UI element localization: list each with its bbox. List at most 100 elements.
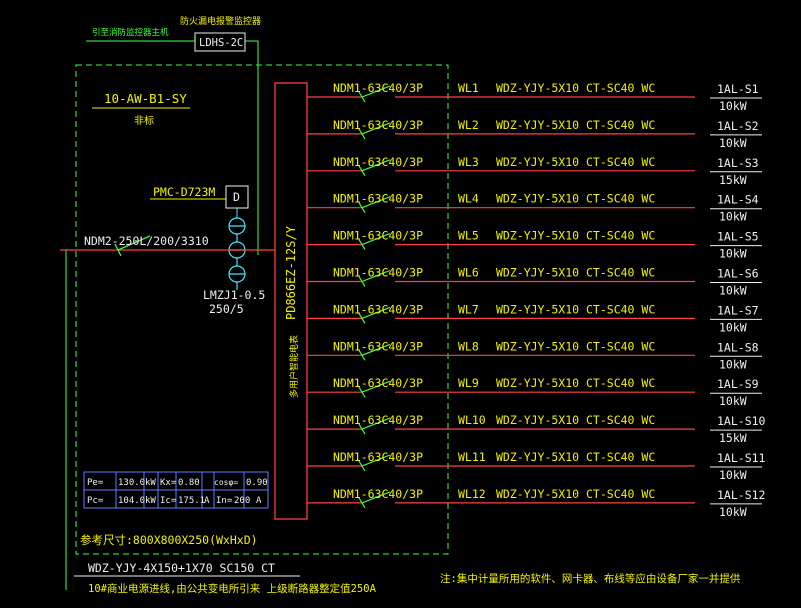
circuit-breaker-11: NDM1-63C40/3P: [333, 450, 423, 464]
pc-unit: kW: [145, 496, 156, 506]
circuit-load-1: 1AL-S1: [717, 82, 759, 96]
size-note: 参考尺寸:800X800X250(WxHxD): [80, 533, 258, 547]
circuit-cable-2: WDZ-YJY-5X10 CT-SC40 WC: [496, 118, 655, 132]
circuit-power-11: 10kW: [719, 468, 747, 482]
circuit-switch-mark-11: [358, 460, 366, 472]
circuit-wl-12: WL12: [458, 487, 486, 501]
lead-note: 引至消防监控器主机: [92, 27, 169, 38]
circuit-cable-8: WDZ-YJY-5X10 CT-SC40 WC: [496, 339, 655, 353]
circuit-power-7: 10kW: [719, 320, 747, 334]
circuit-switch-mark-1: [358, 91, 366, 103]
ldhs-device-box: [194, 32, 246, 52]
circuit-switch-6: [361, 269, 391, 283]
circuit-load-7: 1AL-S7: [717, 303, 759, 317]
pc-value: 104.0: [118, 496, 145, 506]
circuit-cable-1: WDZ-YJY-5X10 CT-SC40 WC: [496, 81, 655, 95]
circuit-switch-mark-12: [358, 497, 366, 509]
circuit-load-11: 1AL-S11: [717, 451, 766, 465]
circuit-power-3: 15kW: [719, 173, 747, 187]
circuit-switch-1: [361, 85, 391, 98]
circuit-power-10: 15kW: [719, 431, 747, 445]
circuit-breaker-3: NDM1-63C40/3P: [333, 155, 423, 169]
incoming-switch-mark: [114, 243, 122, 257]
monitor-wire: [245, 40, 259, 255]
ldhs-device-label: LDHS-2C: [199, 37, 243, 49]
circuit-wl-10: WL10: [458, 413, 486, 427]
circuit-switch-11: [361, 454, 391, 467]
circuit-switch-mark-7: [358, 313, 366, 324]
meter-box-label: D: [233, 190, 240, 204]
circuit-switch-mark-10: [358, 423, 366, 435]
kx-label: Kx=: [160, 478, 177, 488]
circuit-wl-6: WL6: [458, 266, 479, 280]
circuit-wl-1: WL1: [458, 81, 479, 95]
circuit-load-6: 1AL-S6: [717, 267, 759, 281]
circuit-load-3: 1AL-S3: [717, 156, 759, 170]
circuit-switch-mark-2: [358, 128, 366, 140]
ct-ratio-label: 250/5: [209, 302, 244, 316]
circuit-switch-12: [361, 491, 391, 504]
circuit-switch-mark-8: [358, 349, 366, 361]
ct-symbols: [228, 217, 246, 290]
circuit-switch-mark-4: [358, 202, 366, 214]
ic-unit: A: [204, 496, 210, 506]
circuit-breaker-5: NDM1-63C40/3P: [333, 229, 423, 243]
circuit-power-1: 10kW: [719, 99, 747, 113]
circuit-breaker-8: NDM1-63C40/3P: [333, 339, 423, 353]
surge-protector-subtitle: 多用户智能电表: [288, 335, 300, 398]
circuit-load-5: 1AL-S5: [717, 230, 759, 244]
cos-value: 0.90: [246, 478, 268, 488]
circuit-load-12: 1AL-S12: [717, 488, 765, 502]
circuit-breaker-2: NDM1-63C40/3P: [333, 118, 423, 132]
circuit-load-10: 1AL-S10: [717, 414, 766, 428]
panel-subtitle: 非标: [134, 115, 154, 127]
circuit-switch-7: [361, 306, 391, 319]
circuit-wl-2: WL2: [458, 118, 479, 132]
circuit-wl-5: WL5: [458, 229, 479, 243]
circuit-wl-4: WL4: [458, 192, 479, 206]
circuit-wl-3: WL3: [458, 155, 479, 169]
circuit-load-9: 1AL-S9: [717, 377, 759, 391]
in-value: 200: [234, 496, 250, 506]
remark-note: 注:集中计量所用的软件、网卡器、布线等应由设备厂家一并提供: [440, 572, 741, 585]
circuit-load-4: 1AL-S4: [717, 193, 759, 207]
param-values: Pe= 130.0 kW Kx= 0.80 cosφ= 0.90 Pc= 104…: [87, 478, 268, 506]
circuit-cable-10: WDZ-YJY-5X10 CT-SC40 WC: [496, 413, 655, 427]
circuit-breaker-6: NDM1-63C40/3P: [333, 266, 423, 280]
monitor-label: 防火漏电报警监控器: [180, 15, 261, 27]
circuit-cable-6: WDZ-YJY-5X10 CT-SC40 WC: [496, 266, 655, 280]
circuit-switch-10: [361, 417, 391, 430]
circuit-cable-4: WDZ-YJY-5X10 CT-SC40 WC: [496, 192, 655, 206]
circuit-breaker-12: NDM1-63C40/3P: [333, 487, 423, 501]
circuit-cable-9: WDZ-YJY-5X10 CT-SC40 WC: [496, 376, 655, 390]
param-table: [83, 471, 269, 509]
ct-model-label: LMZJ1-0.5: [203, 288, 265, 302]
circuit-breaker-1: NDM1-63C40/3P: [333, 81, 423, 95]
ic-value: 175.1: [178, 496, 205, 506]
pe-value: 130.0: [118, 478, 145, 488]
incoming-cable-label: WDZ-YJY-4X150+1X70 SC150 CT: [88, 561, 275, 575]
source-note: 10#商业电源进线,由公共变电所引来 上级断路器整定值250A: [88, 582, 377, 595]
circuit-power-6: 10kW: [719, 284, 747, 298]
kx-value: 0.80: [178, 478, 200, 488]
circuit-power-5: 10kW: [719, 247, 747, 261]
circuit-power-2: 10kW: [719, 136, 747, 150]
surge-protector-label: PD866EZ-12S/Y: [284, 225, 298, 320]
ic-label: Ic=: [160, 496, 177, 506]
incoming-switch-blade: [117, 235, 151, 251]
circuit-cable-12: WDZ-YJY-5X10 CT-SC40 WC: [496, 487, 655, 501]
panel-enclosure: [75, 64, 449, 555]
circuit-breaker-10: NDM1-63C40/3P: [333, 413, 423, 427]
panel-name: 10-AW-B1-SY: [104, 91, 187, 106]
circuit-switch-5: [361, 233, 391, 246]
circuit-wl-9: WL9: [458, 376, 479, 390]
circuit-switch-8: [361, 343, 391, 356]
meter-label: PMC-D723M: [153, 185, 215, 199]
circuit-power-4: 10kW: [719, 210, 747, 224]
circuit-cable-3: WDZ-YJY-5X10 CT-SC40 WC: [496, 155, 655, 169]
circuit-power-8: 10kW: [719, 357, 747, 371]
circuit-switch-2: [361, 122, 391, 135]
incoming-breaker-label: NDM2-250L/200/3310: [84, 234, 209, 248]
